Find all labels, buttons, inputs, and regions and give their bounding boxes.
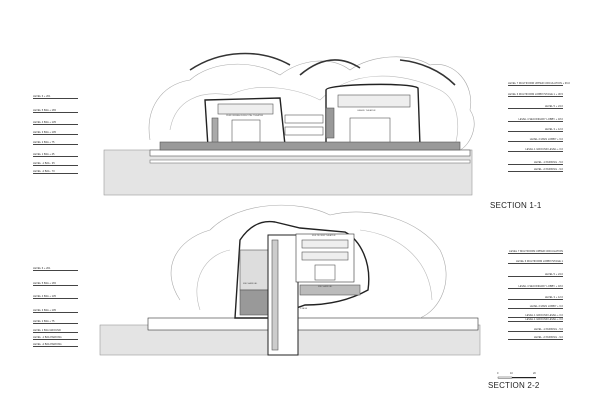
section-2-drawing	[99, 204, 481, 356]
room-label: MULTIFORM THEATER	[312, 235, 336, 237]
ground-slab-1	[149, 149, 471, 157]
level-marker: LEVEL 6 MULTIFORM LOBBY/STAGE 1	[508, 260, 563, 264]
room-label: GRAND THEATER	[357, 110, 376, 112]
level-marker: LEVEL 5 + 24.0	[508, 105, 563, 109]
level-marker: LEVEL 6 MULTIFORM LOBBY/STAGE 1 + 30.5	[508, 93, 563, 97]
scale-label: 10	[510, 372, 513, 375]
level-marker: LEVEL 3 B2A + 105	[33, 309, 78, 313]
level-marker: LEVEL 7 MULTIFORM UPPER CIRCULATION	[508, 250, 563, 254]
room-label: PERFORMANCE/RECITAL THEATER	[226, 115, 264, 117]
section-2-title: SECTION 2-2	[488, 381, 540, 390]
cloud-outline-2	[170, 204, 447, 319]
level-marker: LEVEL 2 B2A + 75	[33, 141, 78, 145]
scale-label: 0	[497, 372, 499, 375]
level-marker: LEVEL 3 + 12.0	[508, 296, 563, 300]
level-marker: LEVEL 6 + 201	[33, 267, 78, 271]
level-marker: LEVEL -1 B2A - 35	[33, 162, 78, 166]
level-marker: LEVEL 4 SECONDARY LOBBY + 18.0	[508, 285, 563, 289]
level-marker: LEVEL -1 PARKING - 5.0	[508, 328, 563, 332]
level-marker: LEVEL 3 B2A + 105	[33, 131, 78, 135]
level-marker: LEVEL 6 + 201	[33, 95, 78, 99]
level-marker: LEVEL -2 PARKING - 9.0	[508, 168, 563, 172]
level-marker: LEVEL 4 B2A + 135	[33, 295, 78, 299]
level-marker: LEVEL 7 MULTIFORM UPPER CIRCULATION + 36…	[508, 82, 570, 86]
level-marker: LEVEL 4 B2A + 135	[33, 121, 78, 125]
section-1-drawing	[103, 52, 475, 196]
level-marker: LEVEL 2 MAIN LOBBY + 6.0	[508, 138, 563, 142]
level-marker: LEVEL 2 MAIN LOBBY + 6.0	[508, 305, 563, 309]
level-marker: LEVEL -1 B2A PARKING	[33, 336, 78, 340]
level-marker: LEVEL 4 SECONDARY LOBBY + 18.0	[508, 118, 563, 122]
ground-slab-2	[147, 317, 479, 331]
room-label: STAGE	[300, 308, 308, 310]
scale-label: 20	[533, 372, 536, 375]
roof-cloud-outline	[148, 56, 475, 151]
level-marker: LEVEL 5 B2A + 165	[33, 282, 78, 286]
room-label: MECHANICAL	[243, 283, 258, 285]
level-marker: LEVEL 1 GROUND LEVEL + 0.0	[508, 318, 563, 322]
level-marker: LEVEL -2 B2A PARKING	[33, 343, 78, 347]
level-marker: LEVEL -1 PARKING - 5.0	[508, 161, 563, 165]
room-label: MECHANICAL	[318, 286, 333, 288]
level-marker: LEVEL 1 GROUND LEVEL + 0.0	[508, 314, 563, 318]
level-marker: LEVEL 3 + 12.0	[508, 128, 563, 132]
level-marker: LEVEL -2 B2A - 70	[33, 170, 78, 174]
level-marker: LEVEL 1 B2A + 45	[33, 153, 78, 157]
level-marker: LEVEL -2 PARKING - 9.0	[508, 336, 563, 340]
section-1-title: SECTION 1-1	[490, 201, 542, 210]
ground-mass-1	[103, 149, 473, 196]
level-marker: LEVEL 2 B2A + 75	[33, 320, 78, 324]
level-marker: LEVEL 5 B2A + 165	[33, 109, 78, 113]
level-marker: LEVEL 1 GROUND LEVEL + 0.0	[508, 148, 563, 152]
scale-bar	[497, 376, 536, 379]
level-marker: LEVEL 1 B2A GROUND	[33, 329, 78, 333]
level-marker: LEVEL 5 + 24.0	[508, 273, 563, 277]
